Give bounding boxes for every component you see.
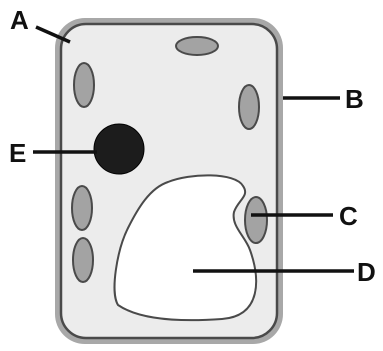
chloroplasts <box>71 36 268 283</box>
vacuole <box>113 174 258 322</box>
chloroplast-right-upper <box>238 84 260 130</box>
chloroplast-left-middle <box>71 185 93 231</box>
label-a: A <box>10 5 29 35</box>
chloroplast-left-lower <box>72 237 94 283</box>
leader-line-a <box>35 25 71 44</box>
nucleus <box>93 123 145 175</box>
leader-lines <box>33 25 354 273</box>
chloroplast-c <box>244 196 268 244</box>
chloroplast-left-upper <box>73 62 95 108</box>
label-b: B <box>345 84 364 114</box>
chloroplast-top <box>175 36 219 56</box>
label-e: E <box>9 138 26 168</box>
label-d: D <box>357 257 376 287</box>
label-c: C <box>339 201 358 231</box>
